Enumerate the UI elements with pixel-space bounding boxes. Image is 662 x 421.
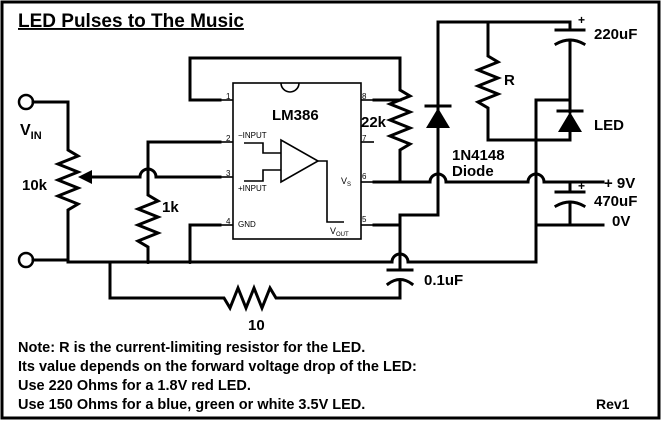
led-symbol bbox=[558, 112, 582, 132]
note-line-3: Use 220 Ohms for a 1.8V red LED. bbox=[18, 378, 251, 394]
wire-vout-diode bbox=[398, 118, 440, 217]
pin-2: 2 bbox=[226, 134, 231, 143]
opamp-symbol bbox=[280, 138, 320, 184]
note-line-1: Note: R is the current-limiting resistor… bbox=[18, 340, 365, 356]
vout-label: VOUT bbox=[330, 226, 349, 238]
resistor-10 bbox=[108, 260, 286, 313]
diagram-title: LED Pulses to The Music bbox=[18, 11, 244, 32]
c01-label: 0.1uF bbox=[424, 272, 463, 289]
plus9v-label: + 9V bbox=[604, 175, 635, 192]
pin-8: 8 bbox=[362, 92, 367, 101]
pot-wiper-arrow bbox=[78, 170, 92, 184]
plus-input-label: +INPUT bbox=[238, 184, 267, 193]
resistor-22k bbox=[385, 80, 415, 184]
pin-6: 6 bbox=[362, 172, 367, 181]
resistor-r bbox=[473, 46, 538, 142]
vin-label: VIN bbox=[20, 122, 42, 142]
ic-name: LM386 bbox=[272, 107, 319, 124]
c220-label: 220uF bbox=[594, 26, 637, 43]
vin-terminal-top bbox=[17, 93, 35, 111]
note-line-2: Its value depends on the forward voltage… bbox=[18, 359, 417, 375]
pin-1: 1 bbox=[226, 92, 231, 101]
r22k-label: 22k bbox=[361, 114, 387, 131]
r-label: R bbox=[504, 72, 515, 89]
diode-part-label: 1N4148 bbox=[452, 147, 505, 164]
c470-plus: + bbox=[578, 179, 585, 193]
pot-10k bbox=[53, 138, 83, 264]
wire-pin4 bbox=[188, 223, 222, 264]
resistor-1k bbox=[133, 183, 163, 264]
diode-label: Diode bbox=[452, 163, 494, 180]
led-label: LED bbox=[594, 117, 624, 134]
pot-label: 10k bbox=[22, 177, 48, 194]
wire-pin1-pin8 bbox=[188, 56, 402, 102]
vs-label: VS bbox=[341, 176, 351, 188]
r10-label: 10 bbox=[248, 317, 265, 334]
minus-input-label: −INPUT bbox=[238, 131, 267, 140]
zero-v-label: 0V bbox=[612, 213, 630, 230]
c220-plus: + bbox=[578, 13, 585, 27]
pin-5: 5 bbox=[362, 215, 367, 224]
r1k-label: 1k bbox=[162, 199, 179, 216]
vin-terminal-bottom bbox=[17, 251, 35, 269]
gnd-label: GND bbox=[238, 220, 256, 229]
note-line-4: Use 150 Ohms for a blue, green or white … bbox=[18, 397, 365, 413]
pin-3: 3 bbox=[226, 169, 231, 178]
rev-label: Rev1 bbox=[596, 396, 630, 412]
wire-pin2 bbox=[146, 140, 222, 174]
pin-7: 7 bbox=[362, 134, 367, 143]
pin-4: 4 bbox=[226, 217, 231, 226]
diode-1n4148 bbox=[426, 108, 450, 128]
c470-label: 470uF bbox=[594, 193, 637, 210]
lm386-ic: LM386 1 2 3 4 8 7 6 5 −INPUT +INPUT GND … bbox=[220, 82, 374, 240]
